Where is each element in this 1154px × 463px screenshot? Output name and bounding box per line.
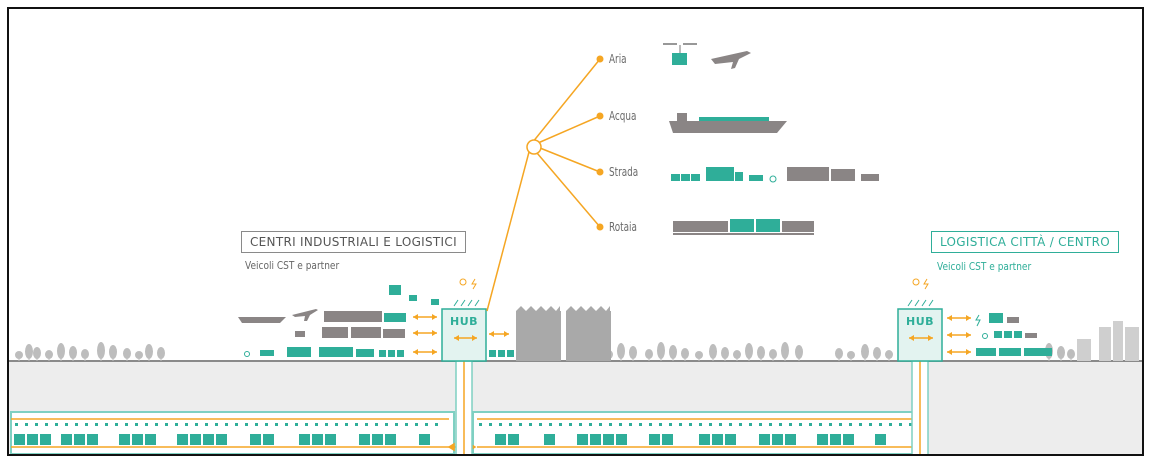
tunnel-right [472,411,921,454]
energy-icons-right [907,278,934,307]
left-vehicle-fleet [238,285,514,357]
cargo-ship-icon [669,113,787,133]
road-vehicles-icon [671,167,879,183]
mode-network [486,58,601,312]
tunnel-dots [15,423,912,426]
mode-nodes [596,55,604,231]
mode-label-road: Strada [609,165,639,179]
hub-arrows [413,314,971,355]
diagram-frame: Aria Acqua Strada Rotaia CENTRI INDUSTRI… [7,7,1144,456]
zone-title-industrial: CENTRI INDUSTRIALI E LOGISTICI [241,231,466,253]
factory-buildings [516,306,611,361]
tunnel-left [10,411,455,454]
airplane-icon [711,51,751,69]
city-buildings [1077,321,1139,361]
train-icon [673,219,814,235]
mode-label-rail: Rotaia [609,220,637,234]
hub-label-left: HUB [450,315,479,328]
energy-icons-left [453,278,480,307]
hub-building-right [897,308,943,362]
zone-subtitle-city: Veicoli CST e partner [937,260,1032,273]
zone-title-city: LOGISTICA CITTÀ / CENTRO [931,231,1119,253]
right-vehicle-fleet [975,313,1052,356]
drone-icon [663,43,697,65]
tree-silhouettes [15,342,1075,361]
mode-label-air: Aria [609,52,627,66]
hub-building-left [441,308,487,362]
logistics-diagram [9,43,1142,454]
tunnel-capsules [14,434,886,445]
mode-label-water: Acqua [609,109,637,123]
hub-label-right: HUB [906,315,935,328]
zone-subtitle-industrial: Veicoli CST e partner [245,259,340,272]
